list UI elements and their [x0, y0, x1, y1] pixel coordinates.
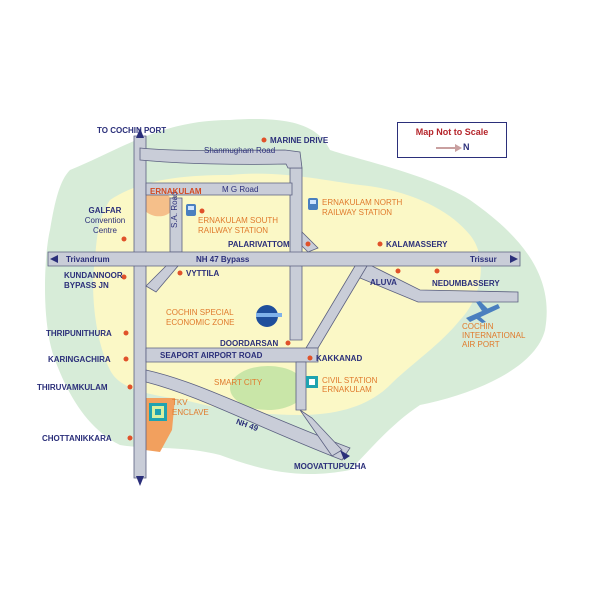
- marker-marine-drive: [261, 137, 267, 143]
- road-label-trissur: Trissur: [470, 255, 497, 264]
- road-label-trivandrum: Trivandrum: [66, 255, 110, 264]
- road-label-mg: M G Road: [222, 185, 259, 194]
- label-aluva: ALUVA: [370, 278, 397, 287]
- label-doordarsan: DOORDARSAN: [220, 339, 279, 348]
- marker-vyttila: [177, 270, 183, 276]
- label-ern-north-1: ERNAKULAM NORTH: [322, 198, 403, 207]
- marker-palarivattom: [305, 241, 311, 247]
- marker-kalamassery: [377, 241, 383, 247]
- label-kakkanad: KAKKANAD: [316, 354, 363, 363]
- marker-kakkanad: [307, 355, 313, 361]
- label-ern-south-1: ERNAKULAM SOUTH: [198, 216, 279, 225]
- label-galfar-3: Centre: [92, 226, 117, 235]
- scale-legend: Map Not to Scale N: [397, 122, 507, 158]
- smart-city-area: [230, 366, 306, 410]
- marker-aluva: [395, 268, 401, 274]
- marker-kundannoor: [121, 274, 127, 280]
- label-csez-1: COCHIN SPECIAL: [166, 308, 234, 317]
- arrow-moovattupuzha-icon: [340, 450, 350, 460]
- label-tkv-1: TKV: [172, 398, 188, 407]
- arrow-south-icon: [136, 476, 144, 486]
- road-label-shanmugham: Shanmugham Road: [204, 146, 276, 155]
- label-moovattupuzha: MOOVATTUPUZHA: [294, 462, 367, 471]
- label-galfar-2: Convention: [84, 216, 126, 225]
- label-ernakulam: ERNAKULAM: [150, 187, 202, 196]
- label-kundannoor-1: KUNDANNOOR: [64, 271, 123, 280]
- label-karingachira: KARINGACHIRA: [48, 355, 111, 364]
- marker-karingachira: [123, 356, 129, 362]
- location-markers: [121, 137, 440, 441]
- label-marine-drive: MARINE DRIVE: [270, 136, 329, 145]
- arrow-trissur-icon: [510, 255, 518, 263]
- road-label-seaport: SEAPORT AIRPORT ROAD: [160, 351, 263, 360]
- marker-doordarsan: [285, 340, 291, 346]
- marker-galfar: [121, 236, 127, 242]
- label-ern-south-2: RAILWAY STATION: [198, 226, 269, 235]
- arrow-trivandrum-icon: [50, 255, 58, 263]
- label-palarivattom: PALARIVATTOM: [228, 240, 290, 249]
- label-airport-3: AIR PORT: [462, 340, 500, 349]
- north-label: N: [463, 142, 470, 152]
- marker-thripunithura: [123, 330, 129, 336]
- marker-chottanikkara: [127, 435, 133, 441]
- label-kundannoor-2: BYPASS JN: [64, 281, 109, 290]
- north-arrow-icon: [436, 144, 462, 152]
- civil-station-icon: [306, 376, 318, 388]
- road-label-nh47: NH 47 Bypass: [196, 255, 250, 264]
- train-icon: [308, 198, 318, 210]
- label-csez-2: ECONOMIC ZONE: [166, 318, 235, 327]
- road-label-sa: S.A. Road: [170, 191, 179, 228]
- label-thripunithura: THRIPUNITHURA: [46, 329, 112, 338]
- train-icon: [186, 204, 196, 216]
- label-airport-2: INTERNATIONAL: [462, 331, 526, 340]
- label-smart-city: SMART CITY: [214, 378, 263, 387]
- label-ern-north-2: RAILWAY STATION: [322, 208, 393, 217]
- marker-ern-south: [199, 208, 205, 214]
- label-civil-2: ERNAKULAM: [322, 385, 372, 394]
- label-airport-1: COCHIN: [462, 322, 494, 331]
- label-galfar-1: GALFAR: [88, 206, 122, 215]
- airplane-icon: [466, 301, 500, 323]
- scale-note: Map Not to Scale: [415, 127, 489, 137]
- label-kalamassery: KALAMASSERY: [386, 240, 448, 249]
- label-thiruvamkulam: THIRUVAMKULAM: [37, 383, 108, 392]
- label-cochin-port: TO COCHIN PORT: [97, 126, 167, 135]
- label-nedumbassery: NEDUMBASSERY: [432, 279, 500, 288]
- label-vyttila: VYTTILA: [186, 269, 220, 278]
- label-civil-1: CIVIL STATION: [322, 376, 378, 385]
- label-chottanikkara: CHOTTANIKKARA: [42, 434, 112, 443]
- marker-nedumbassery: [434, 268, 440, 274]
- ernakulam-area: [139, 188, 174, 217]
- marker-thiruvamkulam: [127, 384, 133, 390]
- csez-logo-icon: [256, 305, 282, 327]
- arrow-north-port-icon: [136, 128, 144, 138]
- tkv-enclave-icon: [149, 403, 167, 421]
- roads: [47, 135, 521, 479]
- label-tkv-2: ENCLAVE: [172, 408, 209, 417]
